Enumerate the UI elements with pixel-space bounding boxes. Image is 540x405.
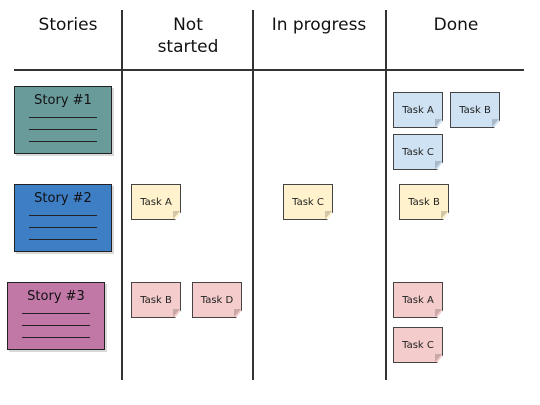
column-divider	[385, 10, 387, 380]
note-fold	[441, 211, 448, 219]
story-title: Story #1	[34, 93, 92, 108]
task-label: Task D	[200, 294, 234, 306]
column-header-label-line2: started	[157, 37, 219, 57]
task-label: Task C	[292, 196, 324, 208]
task-label: Task A	[402, 294, 434, 306]
task-label: Task A	[402, 104, 434, 116]
column-header-label-line1: Not	[173, 15, 203, 35]
note-fold	[325, 211, 332, 219]
column-divider	[121, 10, 123, 380]
column-header-label: In progress	[271, 15, 367, 35]
column-divider	[252, 10, 254, 380]
note-fold	[435, 161, 442, 169]
story-card-2: Story #2	[14, 184, 112, 252]
note-fold	[435, 119, 442, 127]
task-note-story3-task-a: Task A	[393, 282, 443, 318]
story-card-1: Story #1	[14, 86, 112, 154]
story-title: Story #3	[27, 289, 85, 304]
task-label: Task B	[459, 104, 491, 116]
note-fold	[435, 309, 442, 317]
task-note-story2-task-b: Task B	[399, 184, 449, 220]
note-fold	[173, 309, 180, 317]
task-label: Task C	[402, 339, 434, 351]
note-fold	[435, 354, 442, 362]
story-title: Story #2	[34, 191, 92, 206]
column-header-in-progress: In progress	[254, 14, 384, 36]
task-note-story3-task-d: Task D	[192, 282, 242, 318]
task-note-story2-task-a: Task A	[131, 184, 181, 220]
column-header-stories: Stories	[14, 14, 122, 36]
story-line	[22, 337, 90, 338]
task-label: Task B	[408, 196, 440, 208]
column-header-label: Stories	[38, 15, 98, 35]
story-line	[29, 227, 97, 228]
story-card-3: Story #3	[7, 282, 105, 350]
task-note-story3-task-c: Task C	[393, 327, 443, 363]
story-line	[22, 325, 90, 326]
story-line	[29, 239, 97, 240]
task-note-story3-task-b: Task B	[131, 282, 181, 318]
task-note-story1-task-b: Task B	[450, 92, 500, 128]
column-header-done: Done	[388, 14, 524, 36]
story-line	[22, 313, 90, 314]
note-fold	[173, 211, 180, 219]
story-line	[29, 129, 97, 130]
header-divider	[14, 69, 524, 71]
note-fold	[234, 309, 241, 317]
column-header-not-started: Not started	[124, 14, 252, 58]
task-label: Task A	[140, 196, 172, 208]
note-fold	[492, 119, 499, 127]
task-label: Task C	[402, 146, 434, 158]
story-line	[29, 141, 97, 142]
task-note-story1-task-a: Task A	[393, 92, 443, 128]
story-line	[29, 117, 97, 118]
task-note-story1-task-c: Task C	[393, 134, 443, 170]
column-header-label: Done	[433, 15, 479, 35]
story-line	[29, 215, 97, 216]
task-label: Task B	[140, 294, 172, 306]
task-note-story2-task-c: Task C	[283, 184, 333, 220]
